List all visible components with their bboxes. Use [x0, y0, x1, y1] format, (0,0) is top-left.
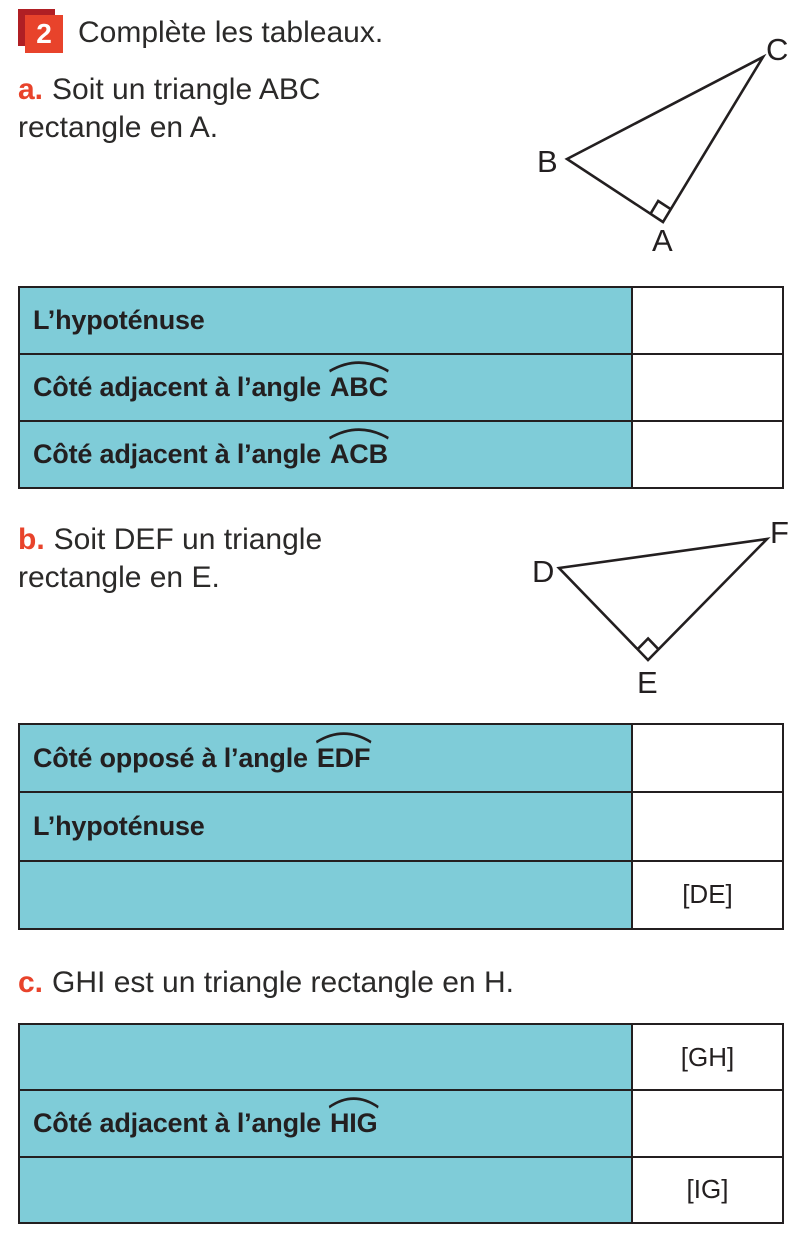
row-label-cell: Côté adjacent à l’angle ACB: [20, 422, 633, 487]
answer-cell[interactable]: [633, 422, 782, 487]
triangle-def-figure: F D E: [532, 515, 789, 700]
vertex-label-c: C: [766, 32, 788, 67]
answer-cell: [DE]: [633, 861, 782, 928]
row-label-cell: Côté adjacent à l’angle HIG: [20, 1091, 633, 1156]
angle-arc-icon: [329, 428, 389, 440]
angle-notation: EDF: [315, 732, 372, 774]
vertex-label-b: B: [537, 144, 558, 179]
part-b-line1-wrap: b.Soit DEF un triangle: [18, 521, 322, 559]
angle-letters: ABC: [329, 372, 388, 402]
answer-text: [DE]: [682, 879, 733, 910]
part-b-heading: b.Soit DEF un triangle rectangle en E.: [18, 521, 322, 597]
table-row: L’hypoténuse: [20, 288, 782, 353]
angle-letters: HIG: [329, 1107, 378, 1138]
answer-cell[interactable]: [633, 288, 782, 353]
answer-text: [IG]: [686, 1174, 729, 1205]
table-row: [GH]: [20, 1025, 782, 1090]
part-a-line1: Soit un triangle ABC: [52, 73, 321, 106]
part-a-letter: a.: [18, 73, 44, 106]
triangle-abc-outline: [564, 53, 767, 224]
angle-letters: ACB: [329, 439, 388, 469]
table-c: [GH] Côté adjacent à l’angle HIG [IG]: [18, 1023, 784, 1224]
answer-text: [GH]: [680, 1041, 735, 1072]
exercise-number-badge: 2: [25, 15, 63, 53]
row-label: L’hypoténuse: [33, 305, 205, 335]
right-angle-icon: [636, 636, 660, 651]
row-label: Côté adjacent à l’angle: [33, 439, 321, 469]
answer-cell[interactable]: [633, 725, 782, 792]
angle-arc-icon: [328, 1097, 379, 1109]
part-a-line2: rectangle en A.: [18, 111, 219, 144]
table-row: Côté opposé à l’angle EDF: [20, 725, 782, 792]
triangle-abc-figure: C B A: [537, 32, 788, 258]
part-c-heading: c.GHI est un triangle rectangle en H.: [18, 964, 514, 1002]
part-b-line2: rectangle en E.: [18, 561, 220, 594]
exercise-number: 2: [36, 18, 52, 49]
row-label-cell: Côté opposé à l’angle EDF: [20, 725, 633, 792]
row-label-cell[interactable]: [20, 861, 633, 928]
row-label: Côté adjacent à l’angle: [33, 1107, 321, 1138]
row-label: Côté adjacent à l’angle: [33, 372, 321, 402]
angle-letters: EDF: [316, 742, 371, 773]
row-label-cell: Côté adjacent à l’angle ABC: [20, 355, 633, 420]
vertex-label-f: F: [770, 515, 789, 550]
table-row: L’hypoténuse: [20, 791, 782, 860]
part-c-letter: c.: [18, 966, 44, 999]
answer-cell: [IG]: [633, 1157, 782, 1222]
angle-notation: HIG: [328, 1097, 379, 1139]
triangle-def-outline: [556, 537, 771, 662]
table-row: Côté adjacent à l’angle ACB: [20, 420, 782, 487]
row-label-cell: L’hypoténuse: [20, 288, 633, 353]
angle-arc-icon: [315, 732, 372, 744]
answer-cell[interactable]: [633, 793, 782, 860]
table-row: Côté adjacent à l’angle ABC: [20, 353, 782, 420]
answer-cell: [GH]: [633, 1025, 782, 1090]
right-angle-icon: [649, 199, 672, 215]
answer-cell[interactable]: [633, 355, 782, 420]
table-row: Côté adjacent à l’angle HIG: [20, 1089, 782, 1156]
row-label-cell: L’hypoténuse: [20, 793, 633, 860]
table-row: [IG]: [20, 1155, 782, 1222]
part-b-line1: Soit DEF un triangle: [53, 523, 323, 556]
part-c-line1-wrap: c.GHI est un triangle rectangle en H.: [18, 964, 514, 1002]
row-label-cell[interactable]: [20, 1157, 633, 1222]
part-c-line1: GHI est un triangle rectangle en H.: [52, 966, 514, 999]
angle-notation: ABC: [329, 361, 389, 403]
part-a-heading: a.Soit un triangle ABC rectangle en A.: [18, 71, 321, 147]
table-b: Côté opposé à l’angle EDF L’hypoténuse [D…: [18, 723, 784, 930]
row-label-cell[interactable]: [20, 1025, 633, 1090]
angle-arc-icon: [329, 361, 389, 373]
vertex-label-e: E: [637, 665, 658, 700]
table-row: [DE]: [20, 859, 782, 928]
part-a-line1-wrap: a.Soit un triangle ABC: [18, 71, 321, 109]
vertex-label-d: D: [532, 554, 554, 589]
row-label: Côté opposé à l’angle: [33, 742, 308, 773]
part-b-letter: b.: [18, 523, 45, 556]
answer-cell[interactable]: [633, 1091, 782, 1156]
exercise-title: Complète les tableaux.: [78, 16, 384, 49]
row-label: L’hypoténuse: [33, 810, 205, 841]
angle-notation: ACB: [329, 428, 389, 470]
vertex-label-a: A: [652, 223, 673, 258]
